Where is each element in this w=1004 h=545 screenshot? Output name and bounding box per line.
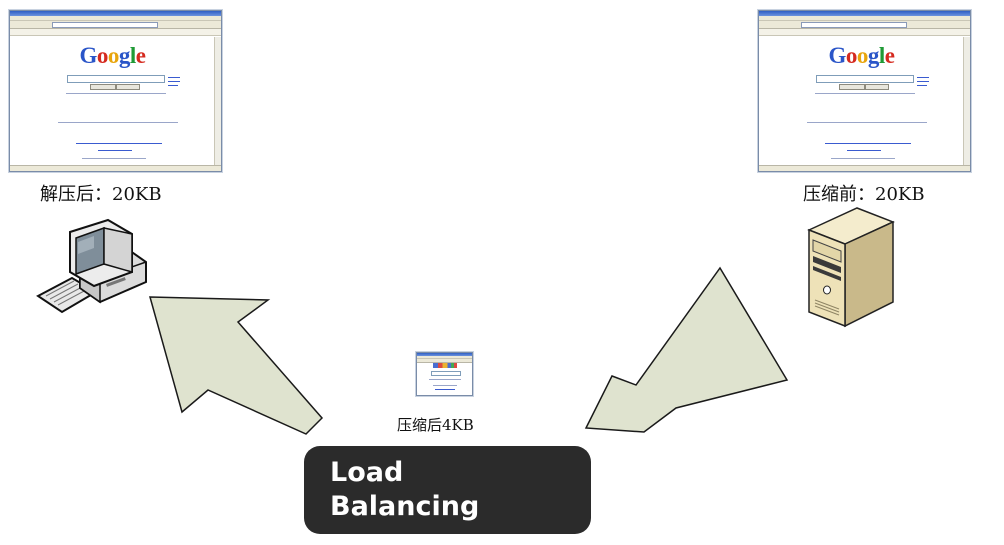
browser-window-icon	[416, 352, 473, 396]
browser-window-icon: Google	[9, 10, 222, 172]
left-caption: 解压后：20KB	[40, 184, 162, 205]
google-logo-small	[433, 363, 457, 368]
desktop-computer-icon	[36, 218, 147, 314]
load-balancer-label-line2: Balancing	[330, 491, 480, 522]
load-balancer-label-line1: Load	[330, 457, 404, 488]
load-balancer-box: Load Balancing	[304, 446, 591, 534]
arrow-from-server	[584, 266, 789, 433]
right-caption: 压缩前：20KB	[803, 184, 925, 205]
center-caption: 压缩后4KB	[397, 416, 474, 434]
browser-window-icon: Google	[758, 10, 971, 172]
server-tower-icon	[807, 207, 895, 328]
google-logo: Google	[828, 43, 895, 68]
arrow-to-client	[149, 296, 324, 435]
google-logo: Google	[79, 43, 146, 68]
